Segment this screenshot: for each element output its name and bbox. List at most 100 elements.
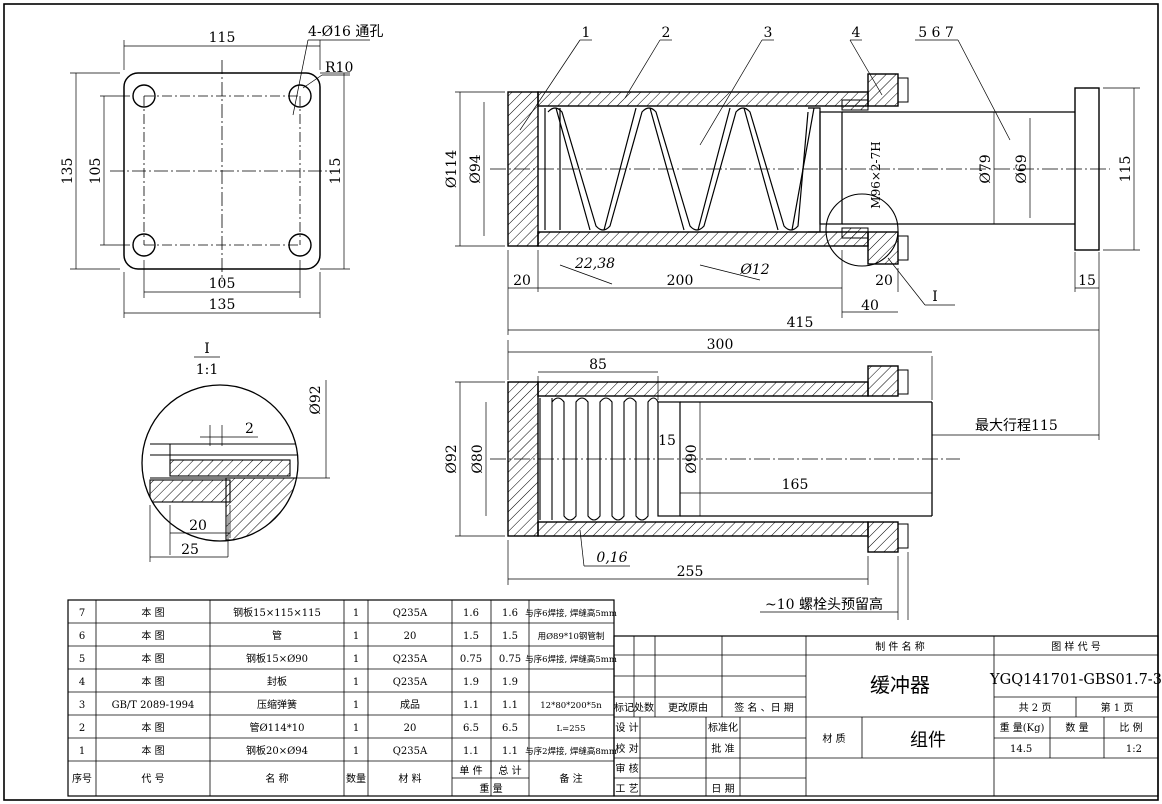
bom-cell-qty: 1 — [353, 654, 359, 665]
bom-cell-total: 6.5 — [502, 723, 518, 734]
dim-15-compressed: 15 — [658, 433, 676, 449]
dim-plate-width-top: 115 — [209, 30, 236, 46]
detail-dim-20: 20 — [189, 518, 207, 534]
detail-scale: 1:1 — [196, 362, 219, 378]
dim-415: 415 — [787, 315, 814, 331]
dim-dia-80: Ø80 — [470, 444, 486, 473]
detail-reference: I — [932, 289, 938, 305]
bom-header-total: 总 计 — [498, 764, 521, 777]
detail-view — [141, 356, 330, 562]
bom-cell-unit: 1.1 — [463, 746, 479, 757]
role-review: 审 核 — [615, 762, 638, 775]
rev-col-mark: 标记 — [614, 702, 634, 714]
bom-cell-qty: 1 — [353, 631, 359, 642]
bom-cell-no: 4 — [79, 677, 85, 688]
material-value: 组件 — [910, 730, 946, 751]
balloon-5-6-7: 5 6 7 — [918, 25, 954, 41]
part-name-label: 制 件 名 称 — [875, 640, 925, 653]
dim-dia-94: Ø94 — [468, 154, 484, 183]
bom-cell-unit: 1.5 — [463, 631, 479, 642]
dim-coil-pitch: 22,38 — [574, 256, 615, 272]
dim-plate-height-outer: 135 — [60, 158, 76, 185]
bolt-head-note: ~10 螺栓头预留高 — [765, 596, 883, 613]
bom-cell-no: 6 — [79, 631, 85, 642]
bom-cell-name: 钢板15×Ø90 — [246, 652, 308, 665]
bom-cell-qty: 1 — [353, 608, 359, 619]
detail-label: I — [204, 341, 210, 357]
role-approve: 批 准 — [711, 742, 734, 755]
role-check: 校 对 — [615, 742, 638, 755]
bom-cell-note: 与序6焊接, 焊缝高5mm — [525, 654, 617, 665]
balloon-4: 4 — [852, 25, 861, 41]
bom-cell-note: 用Ø89*10钢管制 — [538, 631, 605, 642]
bom-cell-total: 1.1 — [502, 746, 518, 757]
bom-cell-unit: 6.5 — [463, 723, 479, 734]
bom-cell-qty: 1 — [353, 723, 359, 734]
dim-dia-69: Ø69 — [1014, 154, 1030, 183]
detail-dia-92: Ø92 — [308, 385, 324, 414]
sheet-number: 第 1 页 — [1101, 701, 1134, 714]
drawing-no: YGQ141701-GBS01.7-3 — [989, 672, 1162, 688]
weight-value: 14.5 — [1010, 744, 1032, 755]
balloon-2: 2 — [662, 25, 671, 41]
scale-value: 1:2 — [1126, 744, 1142, 755]
dim-300: 300 — [707, 337, 734, 353]
bom-cell-total: 1.5 — [502, 631, 518, 642]
bom-cell-total: 0.75 — [499, 654, 521, 665]
bom-grid — [67, 599, 615, 797]
dim-plate-width-outer: 135 — [209, 297, 236, 313]
dim-thread: M96×2-7H — [869, 141, 883, 208]
bom-cell-no: 3 — [79, 700, 85, 711]
scale-label: 比 例 — [1119, 721, 1142, 734]
dim-15: 15 — [1078, 273, 1096, 289]
compressed-section-view — [455, 340, 1099, 620]
qty-label: 数 量 — [1065, 721, 1088, 734]
part-name: 缓冲器 — [870, 673, 930, 697]
dim-200: 200 — [667, 273, 694, 289]
bom-header-note: 备 注 — [559, 772, 582, 785]
bom-cell-code: 本 图 — [141, 652, 164, 665]
dim-dia-90: Ø90 — [684, 444, 700, 473]
dim-dia-92: Ø92 — [444, 444, 460, 473]
bom-cell-qty: 1 — [353, 700, 359, 711]
bolt-hole — [132, 233, 156, 257]
bom-cell-note: 12*80*200*5n — [540, 701, 602, 711]
rev-col-sign: 签 名 、日 期 — [734, 701, 794, 714]
tube-wall-bottom — [537, 231, 869, 247]
holes-note: 4-Ø16 通孔 — [308, 24, 383, 40]
bom-cell-name: 压缩弹簧 — [257, 698, 297, 711]
bom-cell-unit: 1.1 — [463, 700, 479, 711]
bom-cell-total: 1.1 — [502, 700, 518, 711]
bom-cell-name: 钢板20×Ø94 — [246, 744, 308, 757]
detail-callout-circle — [825, 193, 899, 267]
bolt-hole — [288, 84, 312, 108]
bom-cell-mat: Q235A — [393, 677, 428, 688]
sheet-border — [3, 3, 1159, 801]
bom-cell-name: 管Ø114*10 — [249, 721, 304, 734]
balloon-3: 3 — [764, 25, 773, 41]
bom-cell-unit: 1.9 — [463, 677, 479, 688]
bom-cell-mat: Q235A — [393, 654, 428, 665]
bom-cell-mat: Q235A — [393, 746, 428, 757]
bom-cell-mat: 20 — [404, 631, 417, 642]
dim-plate-height-right: 115 — [328, 158, 344, 185]
dim-20-right: 20 — [875, 273, 893, 289]
bom-cell-name: 管 — [272, 629, 282, 642]
role-design: 设 计 — [615, 721, 638, 734]
dim-plate-height-inner: 105 — [88, 158, 104, 185]
bom-cell-unit: 1.6 — [463, 608, 479, 619]
dim-165: 165 — [782, 477, 809, 493]
bolt-hole — [288, 233, 312, 257]
dim-plate-width-inner: 105 — [209, 276, 236, 292]
bom-header-no: 序号 — [72, 772, 92, 785]
bom-header-code: 代 号 — [141, 773, 164, 785]
title-block-grid — [613, 635, 1159, 797]
bom-cell-code: 本 图 — [141, 606, 164, 619]
dim-85: 85 — [589, 357, 607, 373]
bom-cell-unit: 0.75 — [460, 654, 482, 665]
bom-cell-code: 本 图 — [141, 629, 164, 642]
role-process: 工 艺 — [615, 783, 638, 795]
dim-radius: R10 — [325, 60, 353, 76]
dim-20-left: 20 — [513, 273, 531, 289]
